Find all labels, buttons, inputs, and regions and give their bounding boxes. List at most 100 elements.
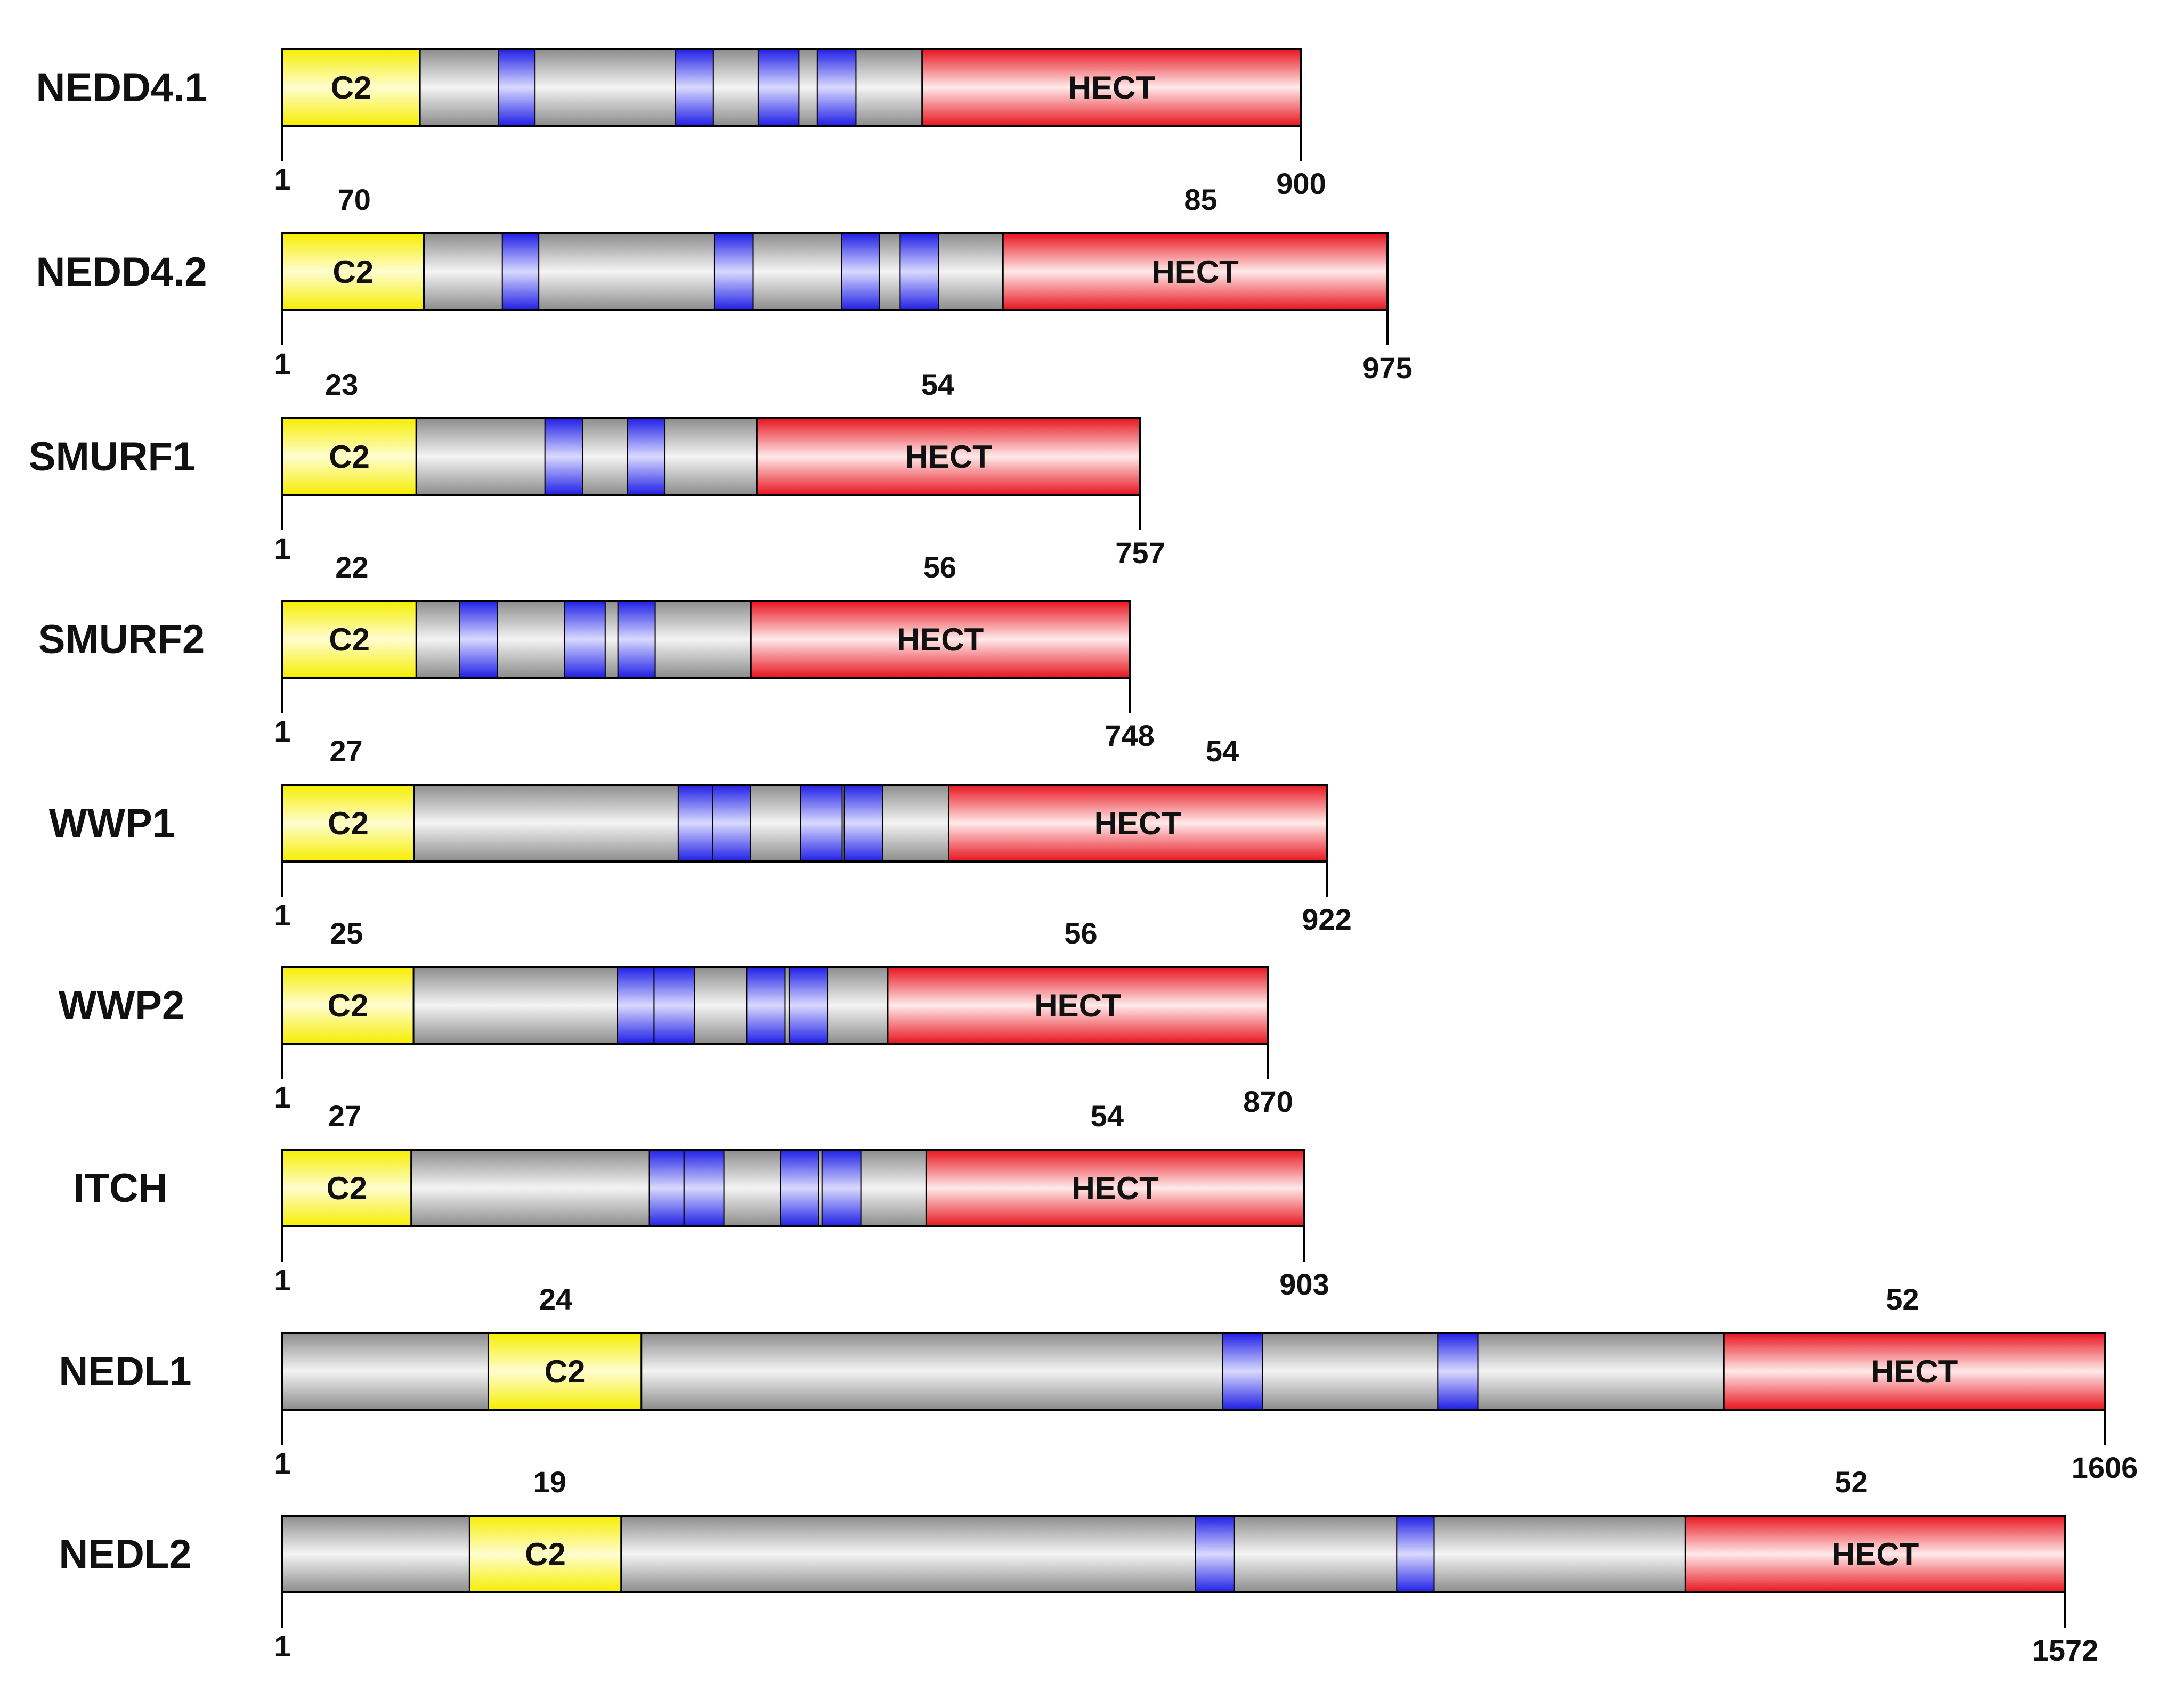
ww-domain [1396, 1515, 1435, 1593]
start-residue-label: 1 [274, 347, 290, 380]
ww-domain [843, 784, 883, 862]
c2-domain-label: C2 [328, 988, 369, 1023]
c2-domain [281, 48, 421, 127]
hect-domain-label: HECT [1034, 988, 1121, 1023]
hect-domain [947, 784, 1328, 863]
ww-domain [648, 1149, 685, 1227]
protein-outline [281, 600, 1131, 679]
protein-row: WWP1 C2 HECT 1 922 27 54 [49, 734, 1352, 936]
ww-domain [899, 233, 939, 311]
c2-domain-label: C2 [326, 1170, 367, 1206]
annotation-number: 70 [338, 183, 371, 216]
ww-domain [800, 784, 843, 862]
annotation-number: 24 [539, 1282, 572, 1316]
annotation-number: 22 [335, 550, 368, 584]
protein-outline [281, 48, 1302, 127]
ww-domain [564, 600, 606, 678]
annotation-number: 52 [1835, 1465, 1868, 1499]
ww-domain [544, 418, 583, 495]
start-residue-label: 1 [274, 1263, 290, 1297]
ww-domain [653, 966, 695, 1044]
protein-name: ITCH [73, 1166, 167, 1211]
c2-domain [281, 600, 417, 679]
c2-domain [468, 1515, 622, 1593]
annotation-number: 54 [1091, 1099, 1124, 1133]
end-residue-label: 903 [1279, 1267, 1329, 1301]
ww-domain [788, 966, 829, 1044]
end-residue-label: 900 [1276, 167, 1326, 200]
protein-name: WWP2 [59, 983, 184, 1028]
annotation-number: 27 [329, 734, 362, 768]
ww-domain [683, 1149, 725, 1227]
hect-domain-label: HECT [1094, 806, 1181, 841]
annotation-number: 19 [533, 1465, 566, 1499]
start-residue-label: 1 [274, 1080, 290, 1114]
ww-domain [841, 233, 880, 311]
ww-domain [617, 600, 656, 678]
hect-domain-label: HECT [1832, 1536, 1919, 1572]
protein-outline [281, 232, 1389, 311]
c2-domain-label: C2 [545, 1354, 586, 1389]
c2-domain-label: C2 [329, 439, 370, 475]
protein-outline [281, 966, 1269, 1045]
protein-name: SMURF2 [38, 617, 205, 662]
ww-domain [816, 48, 857, 126]
c2-domain [281, 1149, 412, 1227]
ww-domain [1222, 1332, 1263, 1410]
hect-domain [887, 966, 1269, 1045]
protein-outline [281, 1332, 2106, 1411]
ww-domain [746, 966, 786, 1044]
hect-domain-label: HECT [897, 622, 984, 657]
annotation-number: 27 [328, 1099, 361, 1133]
hect-domain [925, 1149, 1305, 1227]
annotation-number: 56 [1064, 916, 1097, 950]
end-residue-label: 757 [1115, 536, 1165, 570]
start-residue-label: 1 [274, 162, 290, 196]
ww-domain [780, 1149, 819, 1227]
hect-domain-label: HECT [1871, 1354, 1958, 1389]
ww-domain [617, 966, 655, 1044]
protein-outline [281, 1149, 1305, 1227]
start-residue-label: 1 [274, 532, 290, 565]
protein-name: WWP1 [49, 801, 175, 846]
protein-name: NEDL1 [59, 1349, 191, 1394]
hect-domain [1723, 1332, 2106, 1411]
start-residue-label: 1 [274, 1629, 290, 1663]
ww-domain [459, 600, 498, 678]
protein-outline [281, 417, 1141, 496]
ww-domain [821, 1149, 862, 1227]
c2-domain-label: C2 [331, 70, 372, 105]
annotation-number: 54 [921, 368, 954, 401]
c2-domain-label: C2 [332, 254, 374, 290]
end-residue-label: 1606 [2072, 1451, 2138, 1484]
end-residue-label: 922 [1302, 902, 1351, 936]
annotation-number: 25 [330, 916, 363, 950]
ww-domain [757, 48, 800, 126]
start-residue-label: 1 [274, 898, 290, 932]
ww-domain [1195, 1515, 1235, 1593]
start-residue-label: 1 [274, 1446, 290, 1480]
hect-domain [750, 600, 1131, 679]
end-residue-label: 870 [1243, 1085, 1293, 1118]
annotation-number: 54 [1206, 734, 1239, 768]
c2-domain [281, 784, 415, 863]
end-residue-label: 975 [1362, 351, 1412, 385]
ww-domain [627, 418, 666, 495]
c2-domain-label: C2 [525, 1536, 566, 1572]
hect-domain-label: HECT [905, 439, 992, 475]
protein-name: SMURF1 [29, 434, 195, 479]
c2-domain-label: C2 [328, 806, 369, 841]
protein-name: NEDD4.1 [36, 65, 207, 110]
hect-domain-label: HECT [1151, 254, 1238, 290]
annotation-number: 85 [1184, 183, 1217, 216]
annotation-number: 56 [923, 550, 956, 584]
ww-domain [712, 784, 751, 862]
c2-domain-label: C2 [329, 622, 370, 657]
